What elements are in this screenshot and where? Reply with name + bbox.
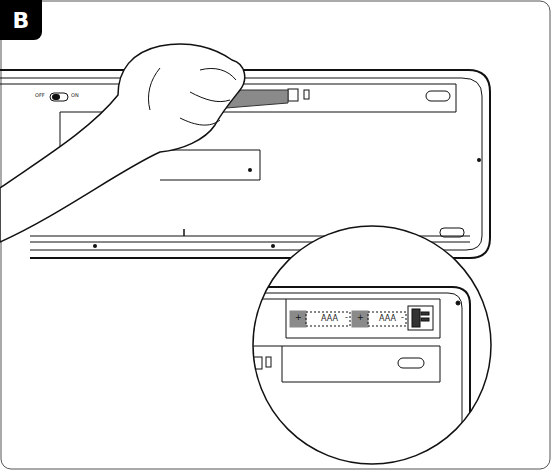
- polarity-mark: -: [400, 314, 405, 322]
- switch-label: ON: [70, 93, 80, 98]
- polarity-mark: +: [356, 314, 365, 322]
- switch-label: OFF: [34, 93, 46, 98]
- polarity-mark: -: [344, 314, 349, 322]
- battery-type: AAA: [378, 315, 397, 323]
- polarity-mark: +: [294, 314, 303, 322]
- battery-type: AAA: [320, 315, 339, 323]
- step-letter: B: [13, 8, 30, 33]
- step-badge: B: [0, 0, 42, 40]
